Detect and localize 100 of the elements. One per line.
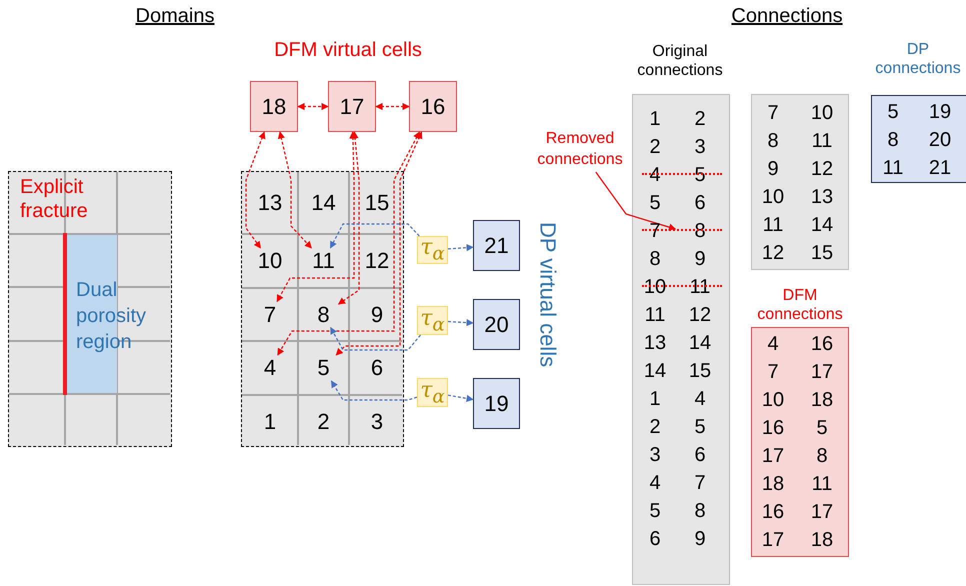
table-cell-text: 2 [648, 415, 662, 439]
table-cell-text: 18 [810, 528, 834, 552]
table-heading: DP connections [874, 40, 962, 78]
table-cell-text: 11 [810, 129, 834, 153]
table-cell-text: 16 [760, 416, 786, 440]
table-cell-text: 16 [760, 500, 786, 524]
table-cell-text: 6 [693, 191, 707, 215]
connection-arrow [330, 223, 420, 249]
table-cell-text: 12 [810, 157, 834, 181]
table-cell-text: 14 [810, 213, 834, 237]
virtual-cell [250, 81, 298, 132]
domain-grid [8, 171, 172, 447]
cell-number: 16 [420, 94, 446, 120]
cell-number: 15 [362, 190, 392, 216]
table-cell-text: 8 [815, 444, 829, 468]
table-cell-text: 5 [693, 415, 707, 439]
cell-number: 6 [362, 355, 392, 381]
connection-arrow [336, 131, 422, 356]
connection-arrow [278, 131, 312, 249]
table-cell-text: 5 [648, 191, 662, 215]
table-cell-text: 8 [886, 128, 900, 152]
table-cell-text: 18 [810, 388, 834, 412]
table-cell-text: 10 [760, 388, 786, 412]
table-cell-text: 7 [693, 471, 707, 495]
connection-arrow [245, 131, 266, 249]
table-cell-text: 12 [688, 303, 712, 327]
virtual-cell [473, 378, 520, 429]
virtual-cell [328, 81, 376, 132]
table-cell-text: 13 [642, 331, 668, 355]
virtual-cell [473, 299, 520, 350]
connection-arrow [330, 326, 421, 351]
connection-arrow [448, 244, 474, 252]
table-cell-text: 2 [693, 107, 707, 131]
table-cell-text: 7 [766, 101, 780, 125]
table-cell-text: 7 [766, 360, 780, 384]
connection-arrow [338, 131, 360, 305]
table-cell-text: 10 [810, 101, 834, 125]
table-cell-text: 19 [928, 100, 952, 124]
table-cell-text: 15 [810, 241, 834, 265]
connection-arrow [375, 102, 410, 110]
cell-number: 2 [308, 408, 338, 434]
group-heading: DFM virtual cells [273, 38, 423, 62]
connection-arrow [330, 380, 418, 401]
cell-number: 7 [255, 302, 285, 328]
table-heading: Original connections [636, 42, 724, 80]
transfer-symbol: τ$_{α}$ [420, 306, 445, 336]
table-cell-text: 13 [810, 185, 834, 209]
table-cell-text: 2 [648, 135, 662, 159]
table-cell-text: 4 [693, 387, 707, 411]
table-cell-text: 3 [648, 443, 662, 467]
table-cell-text: 1 [648, 387, 662, 411]
cell-number: 1 [255, 408, 285, 434]
table-cell-text: 16 [810, 332, 834, 356]
cell-number: 11 [308, 248, 338, 274]
connection-arrow [448, 319, 474, 326]
table-cell-text: 21 [928, 156, 952, 180]
table-cell-text: 11 [762, 213, 784, 237]
group-heading: DP virtual cells [534, 222, 560, 368]
cell-number: 9 [362, 302, 392, 328]
table-cell-text: 10 [760, 185, 786, 209]
cell-grid [241, 171, 404, 447]
table-cell-text: 14 [642, 359, 668, 383]
virtual-cell [473, 220, 520, 271]
table-cell-text: 6 [693, 443, 707, 467]
table-cell-text: 9 [693, 527, 707, 551]
cell-number: 14 [308, 190, 338, 216]
transfer-symbol: τ$_{α}$ [420, 235, 445, 265]
transfer-symbol: τ$_{α}$ [420, 378, 445, 408]
table-cell-text: 1 [648, 107, 662, 131]
table-cell-text: 11 [882, 156, 904, 180]
table-cell-text: 17 [810, 500, 834, 524]
table-cell-text: 5 [886, 100, 900, 124]
table-cell-text: 8 [693, 499, 707, 523]
table-cell-text: 18 [760, 472, 786, 496]
table-cell-text: 17 [760, 444, 786, 468]
virtual-cell [409, 81, 457, 132]
cell-number: 20 [484, 312, 509, 338]
table-cell-text: 4 [648, 471, 662, 495]
callout-text: Removed connections [522, 128, 638, 172]
table-cell-text: 5 [648, 499, 662, 523]
fracture-label: Explicit fracture [20, 175, 89, 223]
table-cell-text: 11 [688, 275, 712, 299]
table-cell-text: 4 [766, 332, 780, 356]
table-cell-text: 17 [760, 528, 786, 552]
cell-number: 19 [484, 390, 509, 416]
table-cell-text: 17 [810, 360, 834, 384]
table-cell-text: 6 [648, 527, 662, 551]
table-cell-text: 12 [760, 241, 786, 265]
table-heading: DFM connections [756, 286, 844, 324]
table-cell-text: 8 [766, 129, 780, 153]
section-heading: Domains [135, 4, 215, 28]
cell-number: 17 [340, 94, 364, 120]
cell-number: 5 [308, 355, 338, 381]
table-cell-text: 5 [815, 416, 829, 440]
table-cell-text: 14 [688, 331, 712, 355]
cell-number: 8 [308, 302, 338, 328]
table-cell-text: 20 [928, 128, 952, 152]
table-cell-text: 9 [766, 157, 780, 181]
cell-number: 13 [255, 190, 285, 216]
region-label: Dual porosity region [76, 279, 146, 353]
